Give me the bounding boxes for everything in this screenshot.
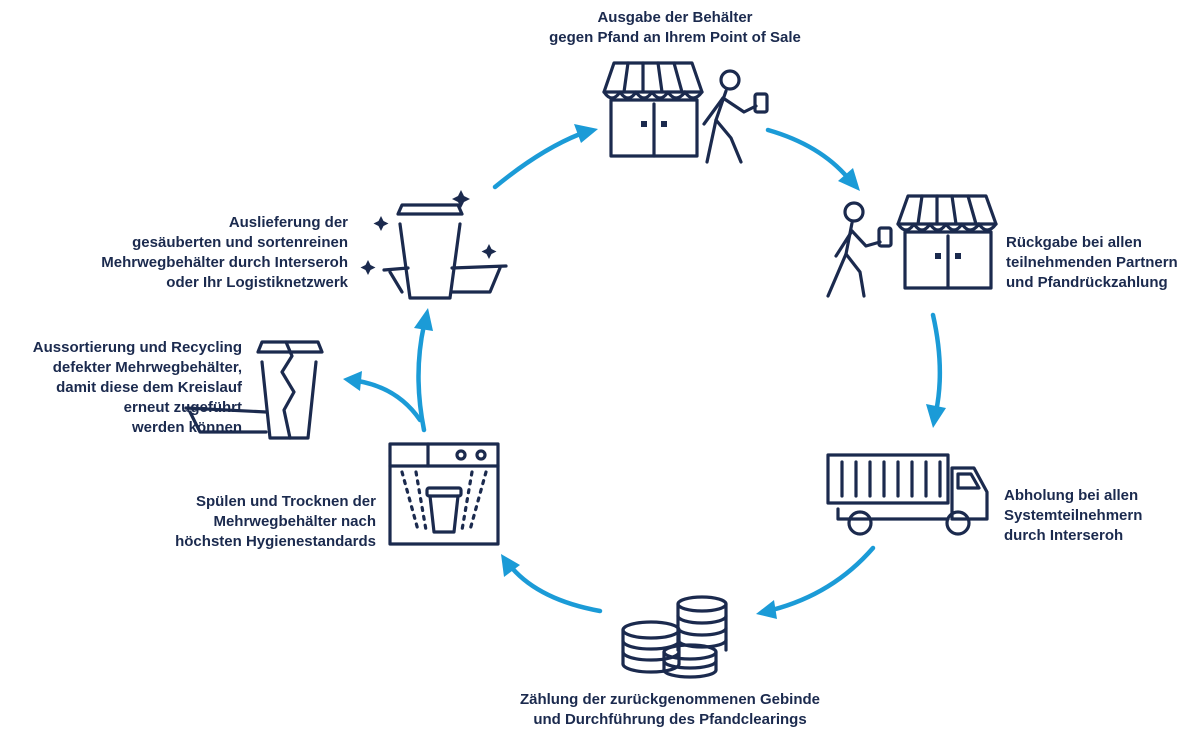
cycle-arrow-to-rueckgabe bbox=[765, 127, 860, 191]
step-label-spuelen: Spülen und Trocknen der Mehrwegbehälter … bbox=[175, 493, 376, 550]
cycle-arrow-to-ausgabe bbox=[492, 124, 598, 190]
step-label-aussortierung: Aussortierung und Recycling defekter Meh… bbox=[32, 339, 242, 436]
branch-arrow-to-aussortierung bbox=[343, 371, 423, 423]
step-label-rueckgabe: Rückgabe bei allen teilnehmenden Partner… bbox=[1006, 234, 1178, 291]
step-label-ausgabe: Ausgabe der Behälter gegen Pfand an Ihre… bbox=[549, 9, 801, 46]
shop-with-person-icon bbox=[602, 61, 769, 164]
truck-icon bbox=[826, 453, 989, 536]
coin-stacks-icon bbox=[621, 595, 728, 679]
step-label-zaehlung: Zählung der zurückgenommenen Gebinde und… bbox=[519, 691, 821, 728]
cycle-arrow-to-abholung bbox=[926, 312, 946, 428]
person-returning-to-shop-icon bbox=[826, 194, 998, 298]
clean-container-icon bbox=[360, 190, 508, 300]
step-label-abholung: Abholung bei allen Systemteilnehmern dur… bbox=[1004, 487, 1143, 544]
dishwasher-icon bbox=[388, 442, 500, 546]
cycle-arrow-to-zaehlung bbox=[756, 545, 876, 619]
cycle-arrow-to-spuelen bbox=[501, 554, 603, 614]
broken-container-icon bbox=[184, 340, 324, 440]
cycle-arrow-to-auslieferung bbox=[414, 308, 433, 433]
step-label-auslieferung: Auslieferung der gesäuberten und sortenr… bbox=[101, 214, 348, 291]
